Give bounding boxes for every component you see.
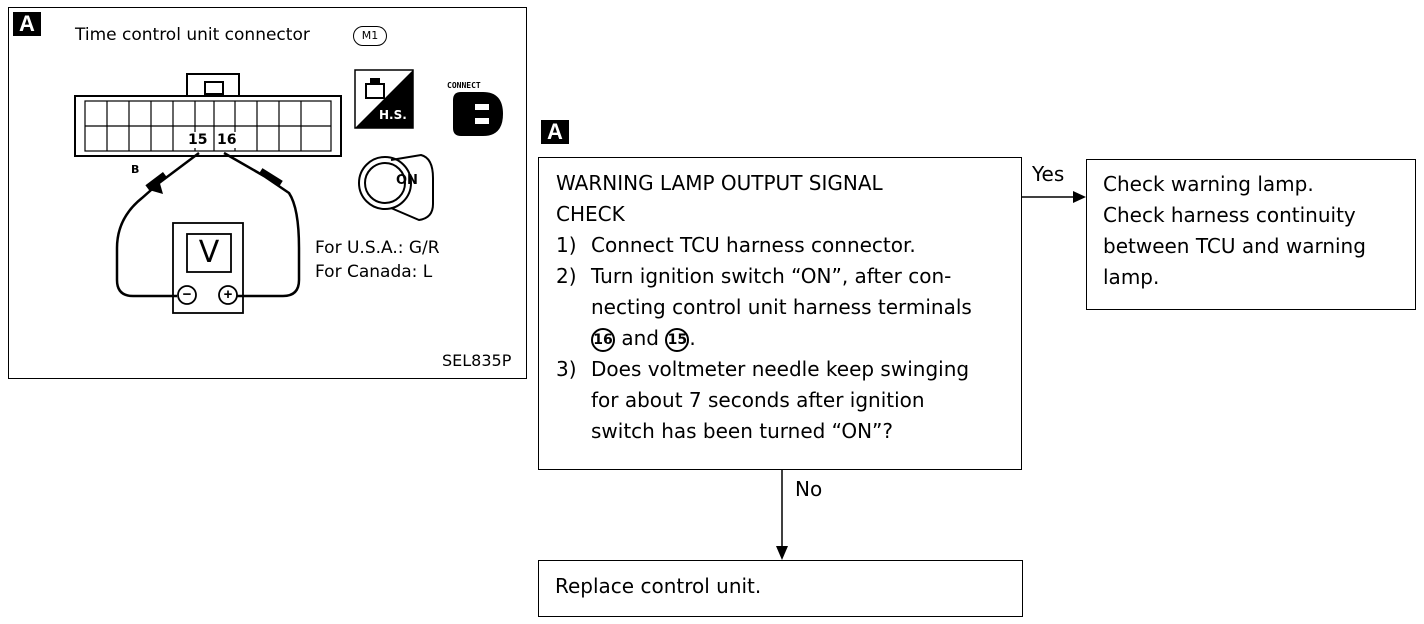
check-title-line1: WARNING LAMP OUTPUT SIGNAL (556, 171, 883, 195)
connector-body (74, 73, 342, 157)
yes-result-line2: Check harness continuity (1103, 203, 1356, 227)
connector-title: Time control unit connector (75, 25, 310, 45)
step-1-number: 1) (556, 233, 577, 257)
probe-tips (145, 168, 283, 194)
step-3-line1: Does voltmeter needle keep swinging (591, 357, 970, 381)
yes-result-line4: lamp. (1103, 265, 1160, 289)
voltmeter-body (172, 222, 244, 314)
connector-code-badge: M1 (353, 26, 387, 46)
figure-code: SEL835P (442, 351, 512, 370)
yes-result-box: Check warning lamp. Check harness contin… (1086, 159, 1416, 310)
flowchart-tag-a: A (541, 120, 569, 144)
step-2-line3: 16 and 15. (591, 323, 1021, 354)
step-2-number: 2) (556, 264, 577, 288)
step-2-end: . (689, 326, 696, 350)
warning-lamp-check-box: WARNING LAMP OUTPUT SIGNAL CHECK 1) Conn… (538, 157, 1022, 470)
step-3-line2: for about 7 seconds after ignition (591, 388, 925, 412)
step-3-line3: switch has been turned “ON”? (591, 419, 894, 443)
probe-wires (115, 151, 301, 298)
yes-result-line1: Check warning lamp. (1103, 172, 1314, 196)
voltmeter-symbol: V (198, 235, 220, 270)
positive-terminal: + (223, 286, 233, 303)
ignition-key-icon (358, 153, 434, 222)
section-tag-a: A (13, 12, 41, 36)
step-2-and: and (621, 326, 659, 350)
note-usa: For U.S.A.: G/R (315, 238, 440, 258)
terminal-15-circle: 15 (665, 327, 690, 352)
no-result-line1: Replace control unit. (555, 574, 762, 598)
connect-icon (453, 92, 503, 136)
no-label: No (795, 477, 823, 501)
note-canada: For Canada: L (315, 262, 433, 282)
hs-label: H.S. (379, 108, 407, 122)
pin-label-15: 15 (187, 132, 209, 148)
step-2: 2) Turn ignition switch “ON”, after con-… (556, 261, 1021, 354)
negative-terminal: − (182, 286, 192, 303)
step-2-line2: necting control unit harness terminals (591, 295, 972, 319)
pin-label-16: 16 (216, 132, 238, 148)
yes-result-line3: between TCU and warning (1103, 234, 1366, 258)
step-2-line1: Turn ignition switch “ON”, after con- (591, 264, 952, 288)
check-title-line2: CHECK (556, 202, 625, 226)
ignition-on-label: ON (396, 173, 418, 188)
harness-side-icon (354, 69, 414, 129)
no-result-box: Replace control unit. (538, 560, 1023, 617)
wire-color-label: B (131, 163, 140, 176)
no-arrow (776, 469, 788, 560)
connector-wiring-drawing (74, 69, 503, 314)
yes-arrow (1021, 191, 1086, 203)
step-3-number: 3) (556, 357, 577, 381)
step-1-text: Connect TCU harness connector. (591, 233, 916, 257)
step-1: 1) Connect TCU harness connector. (556, 230, 1021, 261)
connect-label: CONNECT (447, 81, 481, 90)
step-3: 3) Does voltmeter needle keep swinging f… (556, 354, 1021, 447)
connector-illustration-panel: A Time control unit connector M1 (8, 7, 527, 379)
terminal-16-circle: 16 (591, 327, 615, 352)
yes-label: Yes (1032, 162, 1065, 186)
